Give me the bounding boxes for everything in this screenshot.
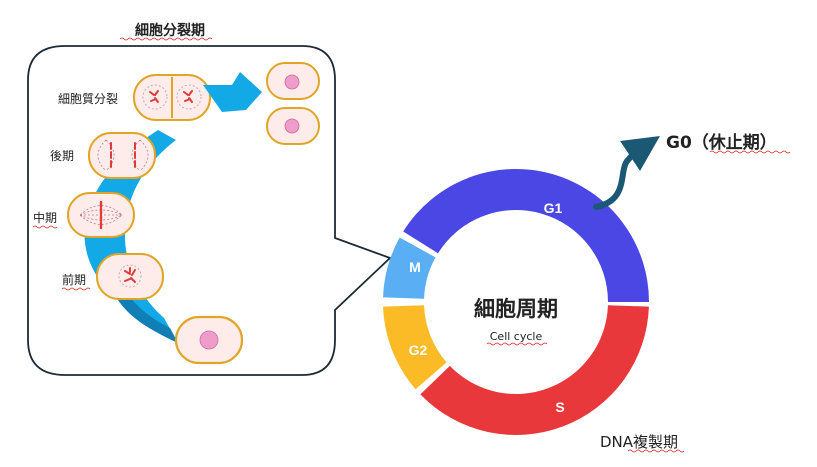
g0-label: G0（休止期） — [666, 132, 777, 153]
phase-label-m: M — [409, 259, 421, 275]
phase-label-s: S — [555, 399, 564, 415]
stage-label-prophase: 前期 — [62, 272, 86, 287]
spell-underline — [709, 150, 791, 154]
spell-underline — [627, 449, 685, 453]
phase-segment-g1 — [403, 169, 649, 302]
phase-segment-m — [383, 237, 436, 299]
phase-label-g1: G1 — [544, 200, 563, 216]
interphase-cell — [174, 315, 244, 365]
stage-label-cytokinesis: 細胞質分裂 — [58, 91, 118, 106]
spell-underline — [486, 342, 548, 346]
phase-segment-g2 — [383, 305, 447, 390]
division-output-arrow — [203, 72, 262, 112]
metaphase-cell — [67, 192, 135, 238]
cytokinesis-cell — [133, 74, 211, 121]
s-phase-caption: DNA複製期 — [600, 433, 678, 451]
spell-underline — [32, 225, 58, 229]
division-flow-tail — [118, 290, 178, 343]
prophase-cell — [96, 253, 164, 300]
g0-arrow — [593, 136, 660, 210]
phase-label-g2: G2 — [409, 342, 428, 358]
cycle-subtitle: Cell cycle — [490, 330, 543, 343]
spell-underline — [119, 37, 213, 41]
cycle-ring: G1S G2 M — [383, 169, 649, 436]
stage-label-metaphase: 中期 — [33, 210, 57, 225]
division-title: 細胞分裂期 — [135, 22, 205, 39]
daughter-cell-2 — [266, 107, 320, 145]
anaphase-cell — [88, 132, 156, 179]
spell-underline — [61, 287, 91, 291]
cycle-title: 細胞周期 — [474, 297, 558, 321]
stage-label-anaphase: 後期 — [50, 149, 74, 163]
phase-segment-s — [420, 305, 649, 436]
daughter-cell-1 — [266, 62, 320, 100]
